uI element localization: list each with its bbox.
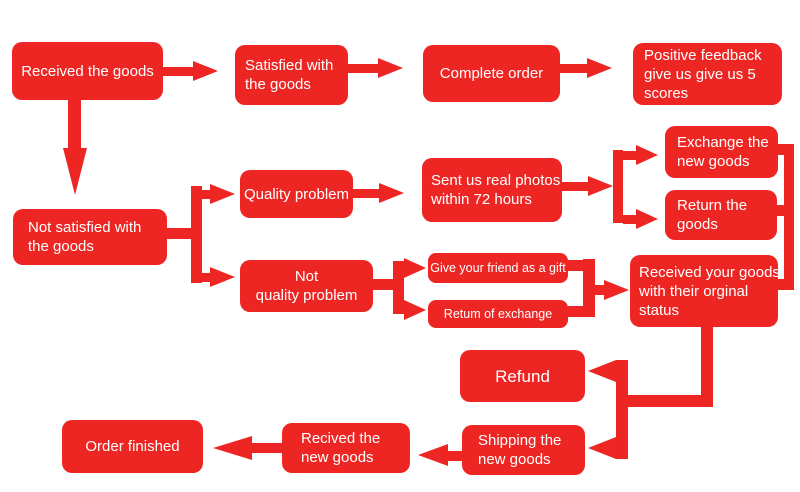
node-quality-problem: Quality problem <box>240 170 353 218</box>
rail-return-stub <box>777 205 785 216</box>
arrow-to-returnexchange-head <box>404 300 426 320</box>
arrow-merge-to-received-shaft <box>595 285 604 295</box>
arrow-to-quality-shaft <box>202 190 210 199</box>
arrow-to-notquality-shaft <box>202 273 210 282</box>
arrow-merge-to-received-head <box>604 280 629 300</box>
connector-refund-shipping-rail <box>616 360 628 459</box>
arrow-received-to-finished-shaft <box>252 443 282 453</box>
arrow-received-to-notsatisfied-head <box>63 148 87 195</box>
branch-notsatisfied-stub <box>167 228 192 239</box>
arrow-to-exchange-head <box>636 145 658 165</box>
merge-rail <box>583 259 595 317</box>
node-positive-feedback: Positive feedback give us give us 5 scor… <box>633 43 782 105</box>
arrow-complete-to-positive-shaft <box>560 64 587 73</box>
arrow-photos-to-branch-head <box>588 176 613 196</box>
node-complete-order: Complete order <box>423 45 560 102</box>
arrow-to-quality-head <box>210 184 235 204</box>
arrow-photos-to-branch-shaft <box>562 182 588 191</box>
rail-received-status-stub <box>777 279 785 290</box>
node-order-finished: Order finished <box>62 420 203 473</box>
branch-photos-rail <box>613 150 623 223</box>
connector-received-down-vertical <box>701 327 713 397</box>
rail-exchange-return-vertical <box>784 144 794 290</box>
arrow-received-to-satisfied-shaft <box>163 67 193 76</box>
arrow-to-shipping-head <box>588 437 616 459</box>
arrow-to-exchange-shaft <box>623 151 636 160</box>
arrow-received-to-finished-head <box>213 436 252 460</box>
arrow-shipping-to-received-shaft <box>448 451 463 461</box>
node-sent-photos: Sent us real photos within 72 hours <box>422 158 562 222</box>
arrow-to-gift-head <box>404 258 426 278</box>
arrow-shipping-to-received-head <box>418 444 448 466</box>
node-give-friend-gift: Give your friend as a gift <box>428 253 568 283</box>
node-received-goods: Received the goods <box>12 42 163 100</box>
arrow-received-to-notsatisfied-shaft <box>68 100 81 150</box>
merge-gift-stub <box>568 260 584 271</box>
arrow-satisfied-to-complete-head <box>378 58 403 78</box>
node-received-new-goods: Recived the new goods <box>282 423 410 473</box>
arrow-to-return-shaft <box>623 215 636 224</box>
node-exchange-new-goods: Exchange the new goods <box>665 126 778 178</box>
arrow-received-to-satisfied-head <box>193 61 218 81</box>
node-not-satisfied: Not satisfied with the goods <box>13 209 167 265</box>
branch-notsatisfied-rail <box>191 186 202 283</box>
arrow-quality-to-photos-shaft <box>353 189 379 198</box>
branch-notquality-rail <box>393 261 404 314</box>
node-refund: Refund <box>460 350 585 402</box>
arrow-complete-to-positive-head <box>587 58 612 78</box>
branch-notquality-stub <box>373 279 394 290</box>
connector-received-down-horizontal <box>622 395 713 407</box>
arrow-to-refund-head <box>588 360 616 382</box>
node-satisfied-with-goods: Satisfied with the goods <box>235 45 348 105</box>
node-not-quality-problem: Not quality problem <box>240 260 373 312</box>
arrow-to-return-head <box>636 209 658 229</box>
arrow-quality-to-photos-head <box>379 183 404 203</box>
rail-exchange-stub <box>777 144 785 155</box>
arrow-to-notquality-head <box>210 267 235 287</box>
node-return-of-exchange: Retum of exchange <box>428 300 568 328</box>
node-received-original-status: Received your goods with their orginal s… <box>630 255 780 327</box>
arrow-satisfied-to-complete-shaft <box>348 64 378 73</box>
node-shipping-new-goods: Shipping the new goods <box>462 425 585 475</box>
node-return-goods: Return the goods <box>665 190 777 240</box>
merge-returnexchange-stub <box>568 306 584 317</box>
